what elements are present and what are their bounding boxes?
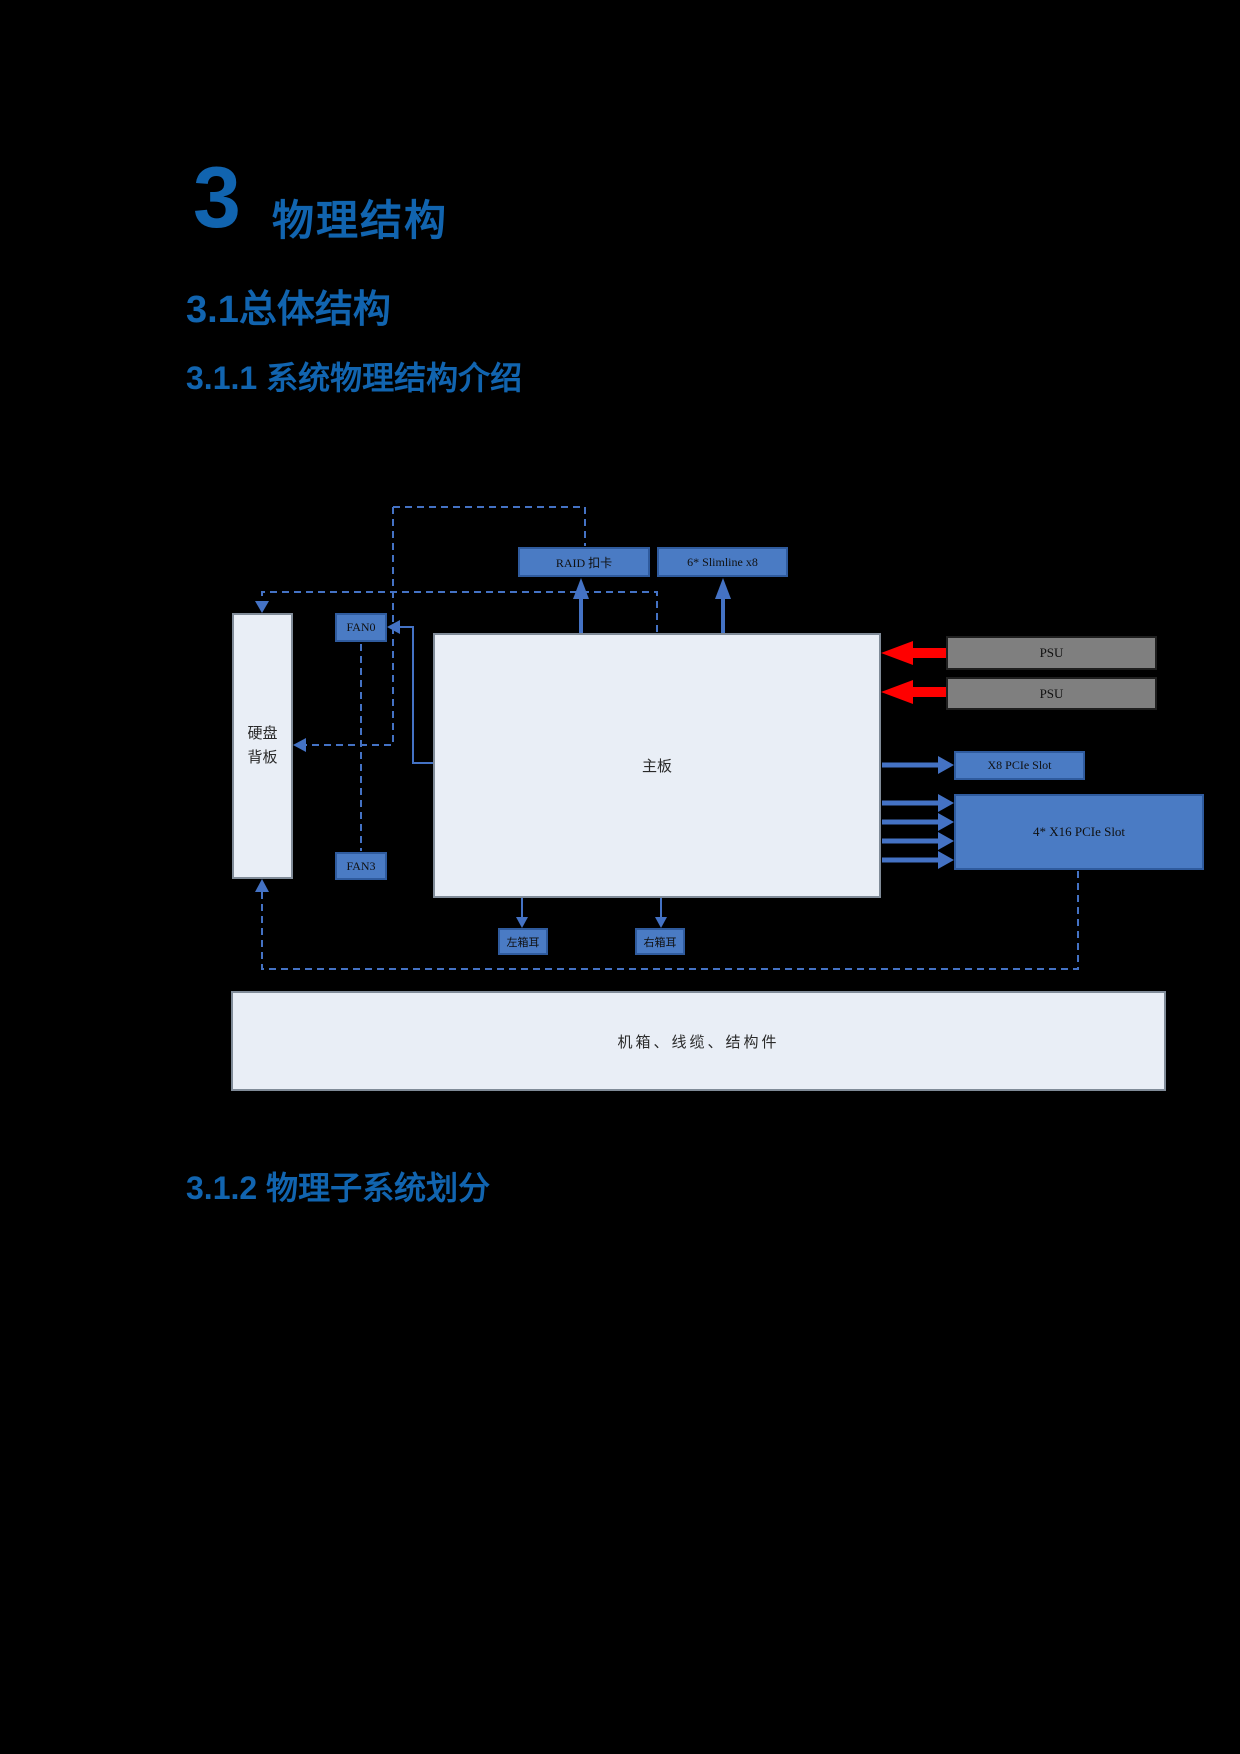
- left-ear-label: 左箱耳: [506, 936, 540, 949]
- fan3-label: FAN3: [346, 858, 376, 873]
- arrowhead-backplane-right: [293, 738, 306, 752]
- cable-mb-to-backplane-top: [261, 591, 658, 632]
- x8-pcie-slot-label: X8 PCIe Slot: [987, 758, 1052, 772]
- right-ear-box: 右箱耳: [635, 928, 685, 955]
- cable-raid-top: [393, 506, 586, 546]
- arrowhead-x16-1: [938, 794, 954, 812]
- arrowhead-x16-4: [938, 851, 954, 869]
- right-ear-label: 右箱耳: [643, 936, 677, 949]
- slimline-box: 6* Slimline x8: [657, 547, 788, 577]
- x16-pcie-slot-box: 4* X16 PCIe Slot: [954, 794, 1204, 870]
- arrowhead-x16-2: [938, 813, 954, 831]
- psu1-power-arrow: [881, 641, 946, 665]
- chapter-number: 3: [193, 150, 241, 246]
- section-3-1-heading: 3.1总体结构: [186, 289, 391, 331]
- fan3-box: FAN3: [335, 852, 387, 880]
- arrowhead-raid: [573, 578, 589, 599]
- fan0-box: FAN0: [335, 613, 387, 642]
- arrowhead-right-ear: [655, 917, 667, 928]
- arrowhead-backplane-top: [255, 601, 269, 613]
- connector-mb-to-fan0: [399, 626, 433, 764]
- left-ear-box: 左箱耳: [498, 928, 548, 955]
- x16-pcie-slot-label: 4* X16 PCIe Slot: [1032, 824, 1126, 839]
- arrowhead-fan0: [387, 620, 400, 634]
- psu1-label: PSU: [1039, 645, 1064, 660]
- psu1-box: PSU: [946, 636, 1157, 670]
- hdd-backplane-box: 硬盘背板: [232, 613, 293, 879]
- raid-card-label: RAID 扣卡: [555, 555, 613, 570]
- raid-card-box: RAID 扣卡: [518, 547, 650, 577]
- section-3-1-1-heading: 3.1.1 系统物理结构介绍: [186, 360, 523, 396]
- arrowhead-left-ear: [516, 917, 528, 928]
- psu2-power-arrow: [881, 680, 946, 704]
- arrowhead-slimline: [715, 578, 731, 599]
- arrowhead-x16-3: [938, 832, 954, 850]
- chassis-box: 机箱、线缆、结构件: [231, 991, 1166, 1091]
- psu2-box: PSU: [946, 677, 1157, 710]
- arrowhead-backplane-bottom: [255, 879, 269, 892]
- chassis-label: 机箱、线缆、结构件: [617, 1034, 780, 1051]
- section-3-1-2-heading: 3.1.2 物理子系统划分: [186, 1170, 491, 1206]
- x8-pcie-slot-box: X8 PCIe Slot: [954, 751, 1085, 780]
- chapter-title: 物理结构: [272, 197, 449, 244]
- hdd-backplane-label: 硬盘背板: [247, 726, 278, 766]
- arrowhead-x8: [938, 756, 954, 774]
- motherboard-label: 主板: [641, 759, 672, 775]
- motherboard-box: 主板: [433, 633, 881, 898]
- slimline-label: 6* Slimline x8: [687, 554, 758, 569]
- psu2-label: PSU: [1039, 685, 1064, 701]
- fan0-label: FAN0: [346, 620, 376, 634]
